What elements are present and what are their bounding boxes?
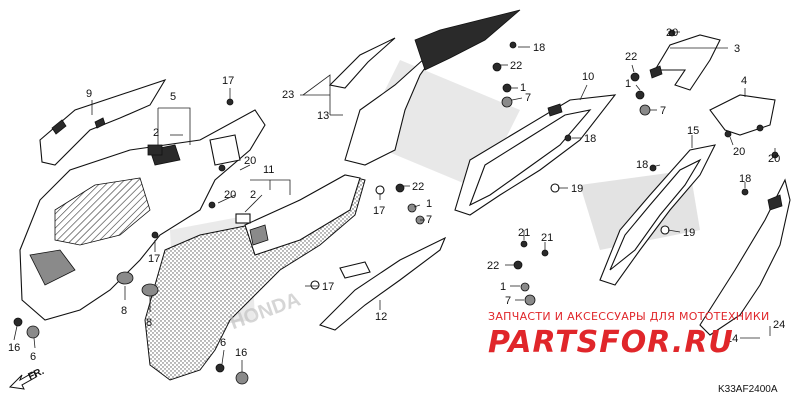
callout-12: 12: [375, 311, 387, 323]
callout-22: 22: [510, 60, 522, 72]
callout-16: 16: [8, 342, 20, 354]
callout-22: 22: [625, 51, 637, 63]
callout-1: 1: [426, 198, 432, 210]
callout-9: 9: [86, 88, 92, 100]
callout-7: 7: [426, 214, 432, 226]
rubber-mounts-8: [116, 271, 159, 297]
callout-20: 20: [224, 189, 236, 201]
watermark-logo: PARTSFOR.RU: [488, 325, 734, 360]
callout-7: 7: [525, 92, 531, 104]
frame-part-10: [454, 94, 617, 216]
callout-24: 24: [773, 319, 785, 331]
callout-22: 22: [487, 260, 499, 272]
callout-17: 17: [322, 281, 334, 293]
callout-15: 15: [687, 125, 699, 137]
callout-2: 2: [250, 189, 256, 201]
callout-20: 20: [244, 155, 256, 167]
callout-16: 16: [235, 347, 247, 359]
callout-labels: 9 5 2 17 20 20 11 2 17 8 8 16 6 6 16 23 …: [8, 27, 785, 363]
side-cover-lower-left: [144, 174, 366, 381]
callout-1: 1: [500, 281, 506, 293]
strip-part-12: [318, 236, 447, 331]
callout-10: 10: [582, 71, 594, 83]
front-direction-indicator: FR.: [8, 366, 46, 390]
front-arrow-icon: [8, 371, 37, 390]
callout-22: 22: [412, 181, 424, 193]
callout-17: 17: [373, 205, 385, 217]
panel-part-9: [39, 79, 167, 166]
callout-18: 18: [533, 42, 545, 54]
callout-2: 2: [153, 127, 159, 139]
cap-part-3: [649, 34, 721, 91]
callout-17: 17: [148, 253, 160, 265]
callout-20: 20: [666, 27, 678, 39]
callout-20: 20: [768, 153, 780, 165]
callout-17: 17: [222, 75, 234, 87]
callout-20: 20: [733, 146, 745, 158]
inner-cover-left: [19, 109, 266, 321]
callout-7: 7: [505, 295, 511, 307]
callout-4: 4: [741, 75, 747, 87]
callout-6: 6: [220, 337, 226, 349]
callout-6: 6: [30, 351, 36, 363]
watermark: ЗАПЧАСТИ И АКСЕССУАРЫ ДЛЯ МОТОТЕХНИКИ PA…: [488, 310, 770, 360]
callout-23: 23: [282, 89, 294, 101]
diagram-code: K33AF2400A: [718, 384, 778, 395]
callout-1: 1: [625, 78, 631, 90]
callout-18: 18: [739, 173, 751, 185]
callout-14: 14: [726, 333, 738, 345]
callout-21: 21: [541, 232, 553, 244]
callout-8: 8: [121, 305, 127, 317]
panel-part-13: [328, 9, 521, 166]
frame-part-15: [599, 144, 716, 286]
callout-19: 19: [571, 183, 583, 195]
callout-18: 18: [636, 159, 648, 171]
callout-7: 7: [660, 105, 666, 117]
callout-18: 18: [584, 133, 596, 145]
callout-5: 5: [170, 91, 176, 103]
callout-8: 8: [146, 317, 152, 329]
panel-part-14: [699, 178, 791, 336]
callout-11: 11: [263, 164, 274, 176]
front-label: FR.: [27, 366, 46, 383]
leader-lines: [13, 31, 776, 372]
callout-19: 19: [683, 227, 695, 239]
watermark-text: ЗАПЧАСТИ И АКСЕССУАРЫ ДЛЯ МОТОТЕХНИКИ: [488, 310, 770, 323]
callout-3: 3: [734, 43, 740, 55]
callout-1: 1: [520, 82, 526, 94]
bracket-part-4: [709, 94, 776, 136]
callout-13: 13: [317, 110, 329, 122]
callout-21: 21: [518, 227, 530, 239]
